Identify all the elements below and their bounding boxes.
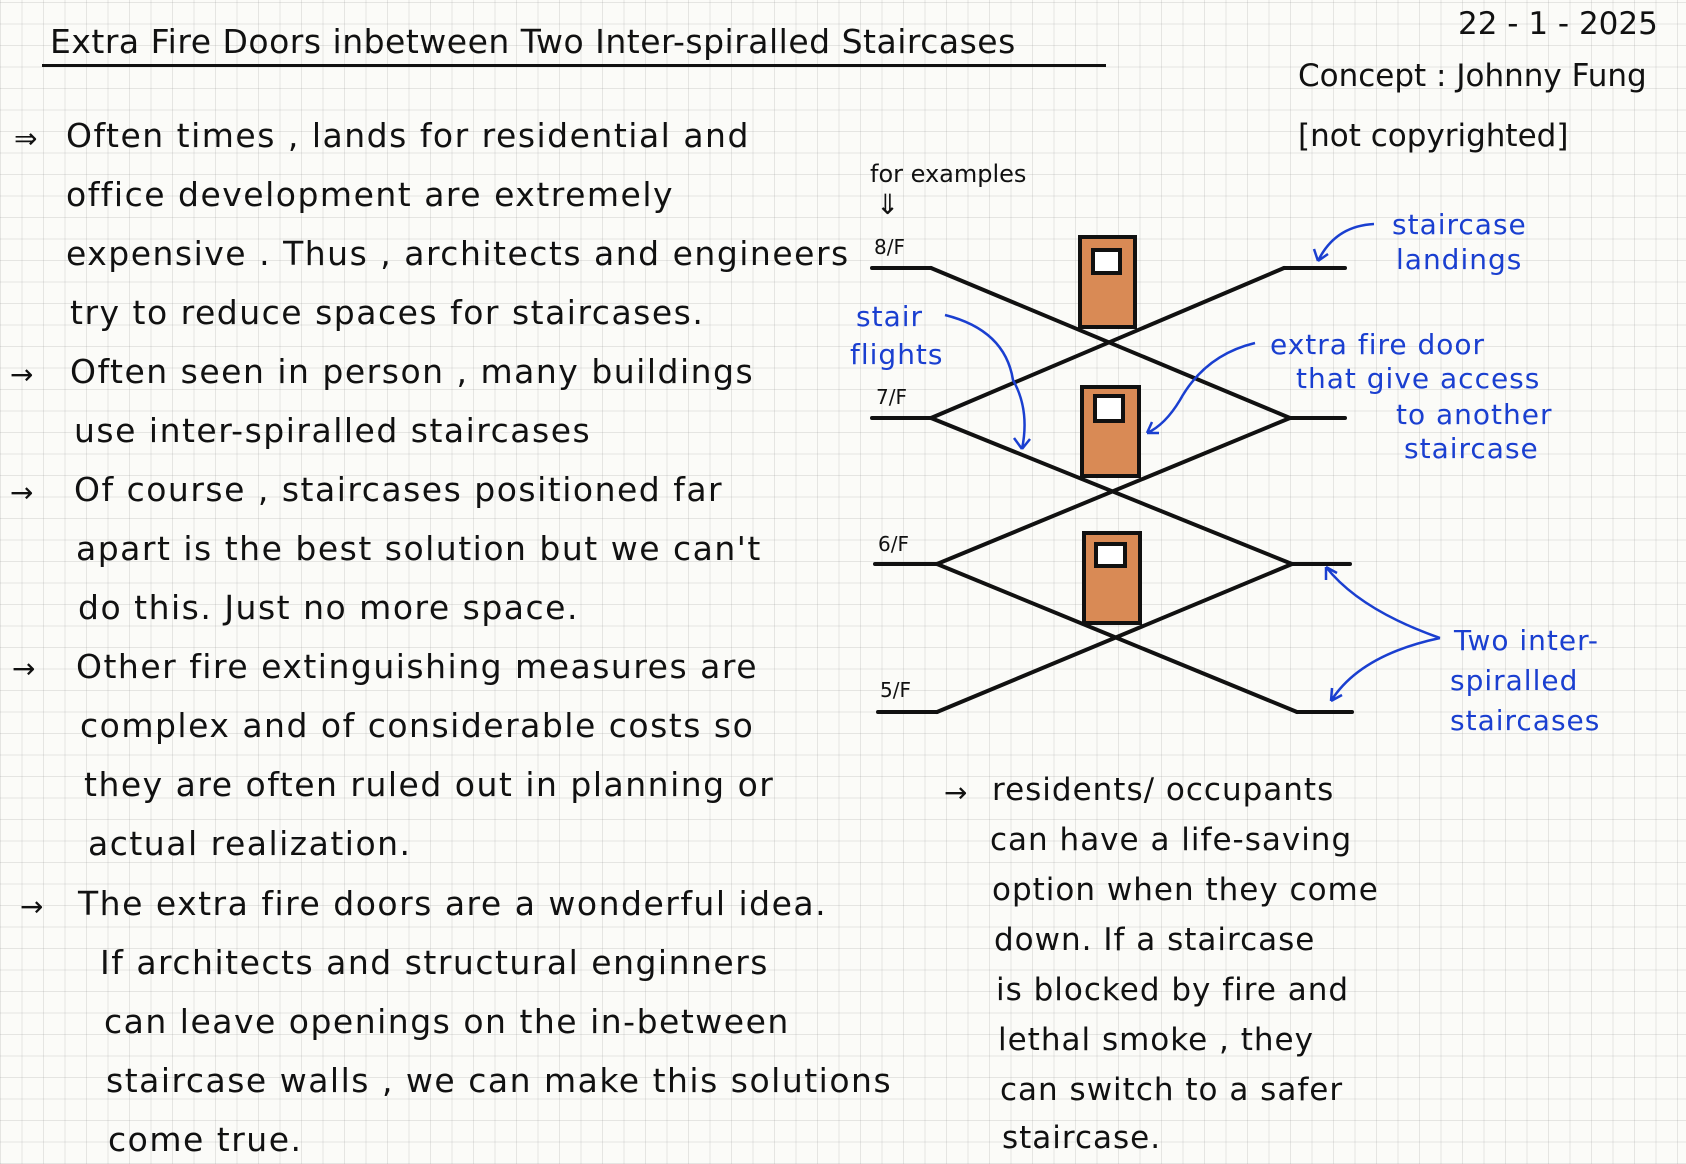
- stair-flight: [935, 416, 1292, 566]
- label-two-staircases: staircases: [1450, 704, 1601, 737]
- text-line: can have a life-saving: [990, 822, 1353, 858]
- text-line: Often times , lands for residential and: [66, 116, 750, 155]
- text-line: Of course , staircases positioned far: [74, 470, 724, 509]
- title-underline: [42, 64, 1106, 67]
- floor-label-6f: 6/F: [878, 532, 909, 556]
- text-line: down. If a staircase: [994, 922, 1316, 958]
- bullet-arrow-icon: →: [12, 652, 36, 685]
- concept-credit: Concept : Johnny Fung: [1298, 58, 1647, 94]
- text-line: office development are extremely: [66, 175, 675, 214]
- text-line: can leave openings on the in-between: [104, 1002, 790, 1041]
- text-line: try to reduce spaces for staircases.: [70, 293, 705, 332]
- text-line: The extra fire doors are a wonderful ide…: [78, 884, 828, 923]
- bullet-arrow-icon: →: [944, 776, 968, 809]
- arrow-to-staircases: [1324, 565, 1441, 640]
- bullet-arrow-icon: →: [10, 358, 34, 391]
- bullet-arrow-icon: ⇒: [14, 122, 38, 155]
- label-stair-flights: stair: [856, 300, 924, 333]
- label-extra-fire-door: staircase: [1404, 432, 1539, 465]
- text-line: option when they come: [992, 872, 1379, 908]
- copyright-note: [not copyrighted]: [1298, 118, 1569, 154]
- text-line: is blocked by fire and: [996, 972, 1350, 1008]
- date: 22 - 1 - 2025: [1458, 6, 1658, 42]
- label-two-staircases: spiralled: [1450, 664, 1579, 697]
- floor-label-5f: 5/F: [880, 678, 911, 702]
- annotation-arrows: [944, 222, 1441, 703]
- stair-flight: [935, 562, 1294, 714]
- arrow-to-door: [1145, 341, 1256, 435]
- arrow-to-staircases: [1329, 636, 1441, 703]
- stair-lines: [870, 266, 1354, 714]
- fire-door-icon: [1080, 385, 1141, 478]
- for-examples-label: for examples: [870, 160, 1027, 188]
- floor-label-8f: 8/F: [874, 235, 905, 259]
- text-line: Often seen in person , many buildings: [70, 352, 755, 391]
- fire-door-icon: [1082, 531, 1142, 625]
- label-two-staircases: Two inter-: [1454, 624, 1599, 657]
- text-line: staircase.: [1002, 1120, 1162, 1156]
- label-extra-fire-door: extra fire door: [1270, 328, 1486, 361]
- floor-label-7f: 7/F: [876, 385, 907, 409]
- arrow-to-landing: [1312, 222, 1375, 263]
- label-staircase-landings: landings: [1396, 243, 1523, 276]
- page-title: Extra Fire Doors inbetween Two Inter-spi…: [50, 22, 1016, 61]
- text-line: use inter-spiralled staircases: [74, 411, 592, 450]
- text-line: they are often ruled out in planning or: [84, 765, 775, 804]
- text-line: complex and of considerable costs so: [80, 706, 755, 745]
- label-extra-fire-door: to another: [1396, 398, 1553, 431]
- text-line: If architects and structural enginners: [100, 943, 769, 982]
- text-line: residents/ occupants: [992, 772, 1335, 808]
- down-arrow-icon: ⇓: [876, 188, 900, 221]
- text-line: lethal smoke , they: [998, 1022, 1314, 1058]
- text-line: expensive . Thus , architects and engine…: [66, 234, 850, 273]
- label-staircase-landings: staircase: [1392, 208, 1527, 241]
- label-extra-fire-door: that give access: [1296, 362, 1541, 395]
- arrow-to-flights: [944, 313, 1031, 450]
- text-line: can switch to a safer: [1000, 1072, 1344, 1108]
- text-line: do this. Just no more space.: [78, 588, 579, 627]
- label-stair-flights: flights: [850, 338, 944, 371]
- fire-door-icon: [1078, 235, 1137, 329]
- text-line: apart is the best solution but we can't: [76, 529, 762, 568]
- text-line: come true.: [108, 1120, 303, 1159]
- bullet-arrow-icon: →: [10, 476, 34, 509]
- text-line: staircase walls , we can make this solut…: [106, 1061, 893, 1100]
- bullet-arrow-icon: →: [20, 890, 44, 923]
- text-line: actual realization.: [88, 824, 412, 863]
- stair-flight: [929, 266, 1286, 420]
- text-line: Other fire extinguishing measures are: [76, 647, 759, 686]
